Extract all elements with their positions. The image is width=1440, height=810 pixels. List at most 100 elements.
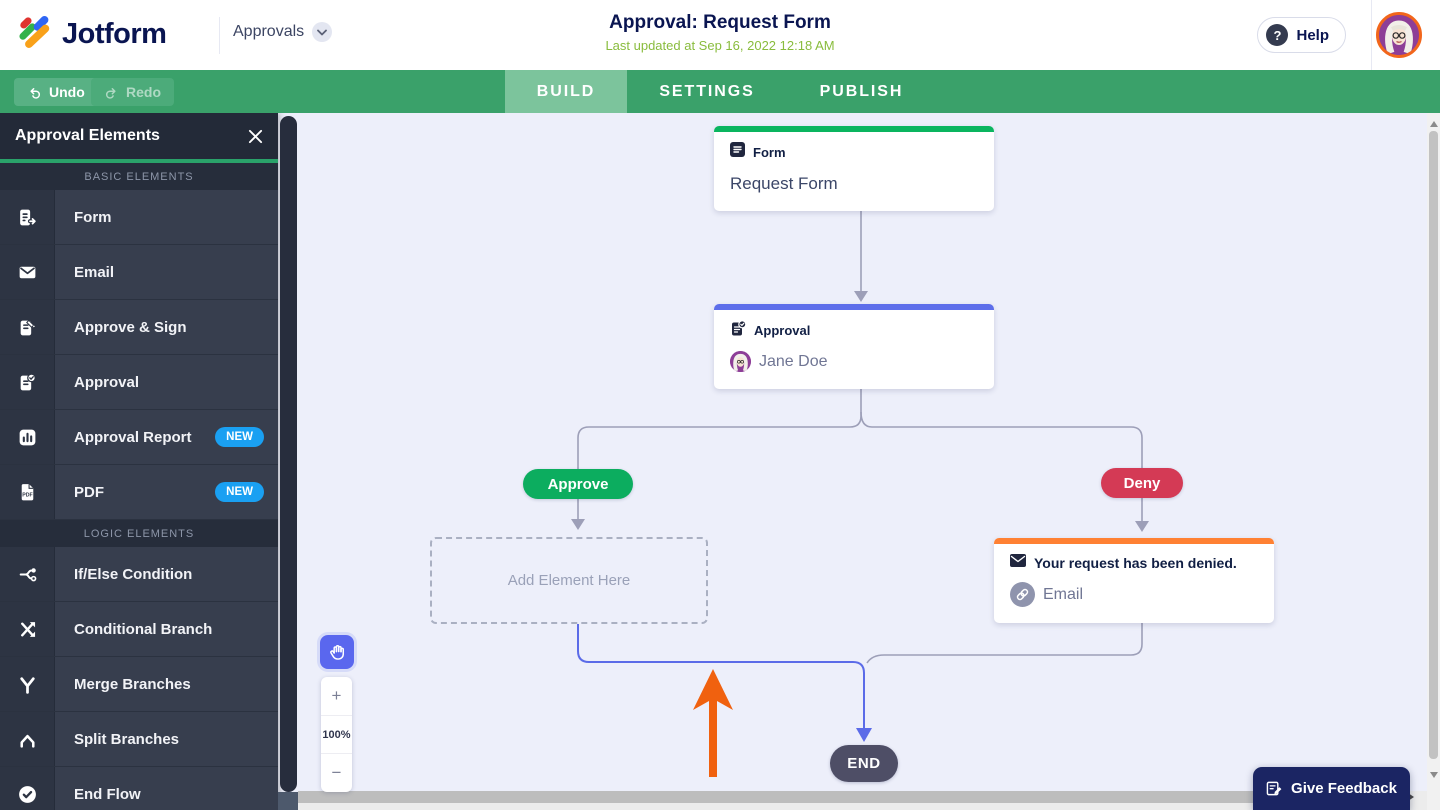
page-title: Approval: Request Form [609,12,831,33]
panel-scrollbar-track-end [278,792,298,810]
email-node-accent [994,538,1274,544]
sidebar-item-label: Approval Report [74,428,192,446]
user-avatar[interactable] [1376,12,1422,58]
tab-build[interactable]: BUILD [505,70,627,113]
undo-button[interactable]: Undo [14,78,98,106]
svg-text:PDF: PDF [22,492,33,498]
email-node-icon [1010,554,1026,572]
product-switcher-label: Approvals [233,23,305,40]
redo-label: Redo [126,84,161,100]
redo-button[interactable]: Redo [91,78,174,106]
undo-label: Undo [49,84,85,100]
zoom-level-button[interactable]: 100% [321,714,352,754]
sidebar-item-label: If/Else Condition [74,565,193,583]
email-attachment-label: Email [1043,585,1084,603]
sidebar-item-label: Approve & Sign [74,318,187,336]
approve-sign-icon [0,300,55,354]
sidebar-item-approval-report[interactable]: Approval Report NEW [0,410,278,465]
conditional-branch-icon [0,602,55,656]
email-node-title: Your request has been denied. [1034,555,1237,571]
sidebar-item-pdf[interactable]: PDF PDF NEW [0,465,278,520]
minus-icon: − [331,763,342,783]
main-tabs: BUILD SETTINGS PUBLISH [505,70,936,113]
approval-node-type: Approval [754,323,811,338]
help-button[interactable]: ? Help [1257,17,1346,53]
panel-header: Approval Elements [0,113,278,159]
form-node-accent [714,126,994,132]
header-divider [219,17,220,54]
zoom-level-value: 100% [322,728,351,741]
chevron-down-icon [312,22,333,42]
sidebar-item-label: Email [74,263,115,281]
pan-hand-tool[interactable] [320,635,354,669]
vertical-scrollbar-thumb[interactable] [1429,131,1438,759]
give-feedback-button[interactable]: Give Feedback [1253,767,1410,810]
feedback-label: Give Feedback [1291,780,1397,797]
question-icon: ? [1266,24,1289,46]
tab-publish[interactable]: PUBLISH [819,82,904,100]
horizontal-scrollbar-thumb[interactable] [298,791,1333,803]
sidebar-item-label: End Flow [74,785,141,803]
end-node[interactable]: END [830,745,898,782]
sidebar-item-label: Conditional Branch [74,620,213,638]
pdf-icon: PDF [0,465,55,519]
panel-scrollbar-thumb[interactable] [280,116,297,792]
sidebar-item-merge-branches[interactable]: Merge Branches [0,657,278,712]
zoom-control: + 100% − [321,677,352,792]
add-element-placeholder[interactable]: Add Element Here [430,537,708,624]
sidebar-item-approve-sign[interactable]: Approve & Sign [0,300,278,355]
hand-icon [329,644,344,660]
zoom-in-button[interactable]: + [321,677,352,715]
approval-node-accent [714,304,994,310]
sidebar-item-approval[interactable]: Approval [0,355,278,410]
approve-branch-label[interactable]: Approve [523,469,633,499]
jotform-logo[interactable]: Jotform [16,13,167,56]
email-icon [0,245,55,299]
panel-title: Approval Elements [15,127,160,144]
section-basic-elements: BASIC ELEMENTS [0,163,278,190]
product-switcher-approvals[interactable]: Approvals [233,22,333,42]
new-badge: NEW [215,482,264,502]
ifelse-icon [0,547,55,601]
approval-node[interactable]: Approval Jane Doe [714,304,994,389]
new-badge: NEW [215,427,264,447]
add-element-label: Add Element Here [507,572,631,589]
brand-wordmark: Jotform [62,18,167,50]
sidebar-item-ifelse-condition[interactable]: If/Else Condition [0,547,278,602]
end-flow-icon [0,767,55,810]
form-node-icon [730,142,745,162]
scroll-up-arrow[interactable] [1430,121,1438,127]
close-icon[interactable] [248,129,263,144]
sidebar-item-split-branches[interactable]: Split Branches [0,712,278,767]
redo-icon [106,87,116,99]
scrollbar-corner [1427,790,1440,810]
sidebar-item-end-flow[interactable]: End Flow [0,767,278,810]
last-updated-text: Last updated at Sep 16, 2022 12:18 AM [605,38,835,53]
tab-settings[interactable]: SETTINGS [659,82,755,100]
undo-icon [30,87,40,99]
approval-elements-panel: Approval Elements BASIC ELEMENTS Form Em… [0,113,278,810]
scroll-right-arrow[interactable] [1408,793,1414,801]
top-header: Jotform Approvals Approval: Request Form… [0,0,1440,70]
sidebar-item-label: Approval [74,373,140,391]
header-divider [1371,0,1372,70]
split-branches-icon [0,712,55,766]
feedback-icon [1266,781,1282,796]
approval-icon [0,355,55,409]
scroll-down-arrow[interactable] [1430,772,1438,778]
form-node[interactable]: Form Request Form [714,126,994,211]
zoom-out-button[interactable]: − [321,753,352,792]
sidebar-item-label: Merge Branches [74,675,191,693]
sidebar-item-label: Form [74,208,112,226]
build-toolbar: Undo Redo BUILD SETTINGS PUBLISH [0,70,1440,113]
section-logic-elements: LOGIC ELEMENTS [0,520,278,547]
sidebar-item-form[interactable]: Form [0,190,278,245]
flow-canvas[interactable] [278,113,1427,810]
assignee-name: Jane Doe [759,352,828,370]
merge-branches-icon [0,657,55,711]
sidebar-item-email[interactable]: Email [0,245,278,300]
deny-branch-label[interactable]: Deny [1101,468,1183,498]
sidebar-item-conditional-branch[interactable]: Conditional Branch [0,602,278,657]
email-node[interactable]: Your request has been denied. Email [994,538,1274,623]
